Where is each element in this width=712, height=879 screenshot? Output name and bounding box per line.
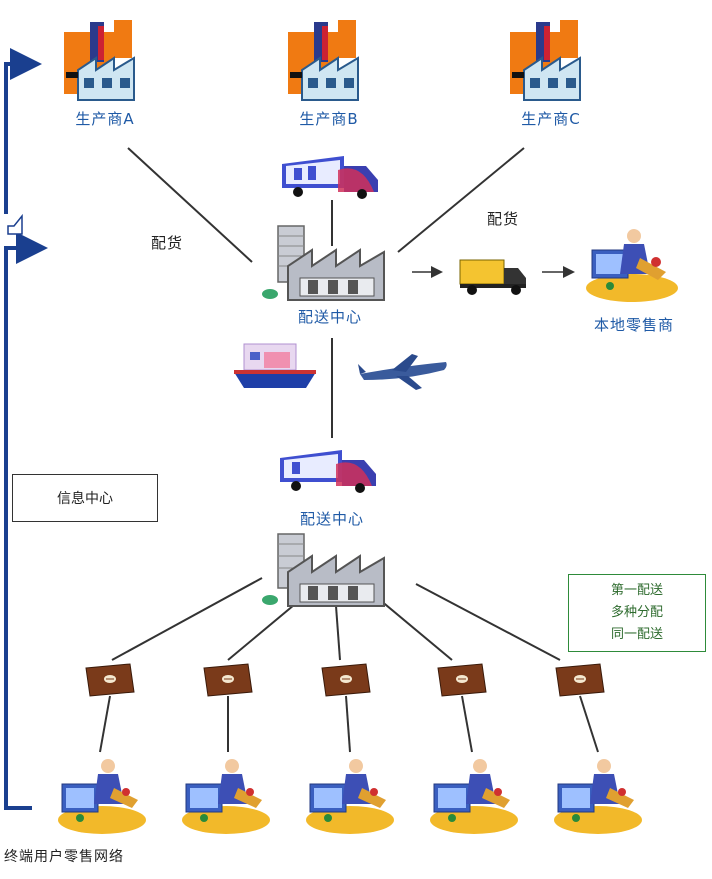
- edge-label-left: 配货: [150, 234, 183, 252]
- truck-icon: [280, 450, 376, 493]
- edge-label-right: 配货: [486, 210, 519, 228]
- factory-b-label: 生产商B: [299, 110, 359, 128]
- customer-icon: [586, 229, 678, 302]
- feedback-bracket: [4, 48, 48, 810]
- small-truck-icon: [459, 259, 526, 295]
- distribution-modes-box: 第一配送 多种分配 同一配送: [568, 574, 706, 652]
- line-factory-a: [127, 147, 253, 263]
- line-store-4: [379, 599, 453, 661]
- line-store-3: [335, 605, 341, 661]
- line-cust-3: [345, 695, 351, 753]
- ship-icon: [234, 343, 316, 388]
- store-icon: [555, 663, 605, 697]
- line-cust-1: [99, 695, 111, 753]
- end-users-label: 终端用户零售网络: [4, 849, 124, 865]
- airplane-icon: [358, 354, 447, 390]
- line-factory-c: [397, 147, 525, 253]
- store-icon: [321, 663, 371, 697]
- customer-icon: [306, 759, 394, 834]
- customer-icon: [430, 759, 518, 834]
- truck-icon: [282, 156, 378, 199]
- line-cust-4: [461, 695, 473, 753]
- delivery-center-label: 配送中心: [299, 510, 364, 528]
- line-store-1: [111, 577, 263, 661]
- factory-icon: [510, 20, 581, 101]
- info-center-box: 信息中心: [12, 474, 158, 522]
- customer-icon: [554, 759, 642, 834]
- distribution-center-label: 配送中心: [297, 308, 362, 326]
- warehouse-icon: [262, 533, 385, 607]
- line-store-2: [227, 599, 301, 661]
- mode-line: 第一配送: [610, 583, 663, 598]
- store-icon: [203, 663, 253, 697]
- factory-a-label: 生产商A: [75, 110, 135, 128]
- mode-line: 多种分配: [610, 605, 663, 620]
- factory-icon: [64, 20, 135, 101]
- customer-icon: [58, 759, 146, 834]
- line-store-5: [415, 583, 561, 661]
- local-customer-label: 本地零售商: [593, 316, 674, 334]
- warehouse-icon: [262, 225, 385, 301]
- mode-line: 同一配送: [610, 627, 663, 642]
- store-icon: [437, 663, 487, 697]
- line-cust-5: [579, 695, 599, 753]
- store-icon: [85, 663, 135, 697]
- factory-c-label: 生产商C: [521, 110, 581, 128]
- factory-icon: [288, 20, 359, 101]
- info-center-label: 信息中心: [57, 491, 113, 507]
- customer-icon: [182, 759, 270, 834]
